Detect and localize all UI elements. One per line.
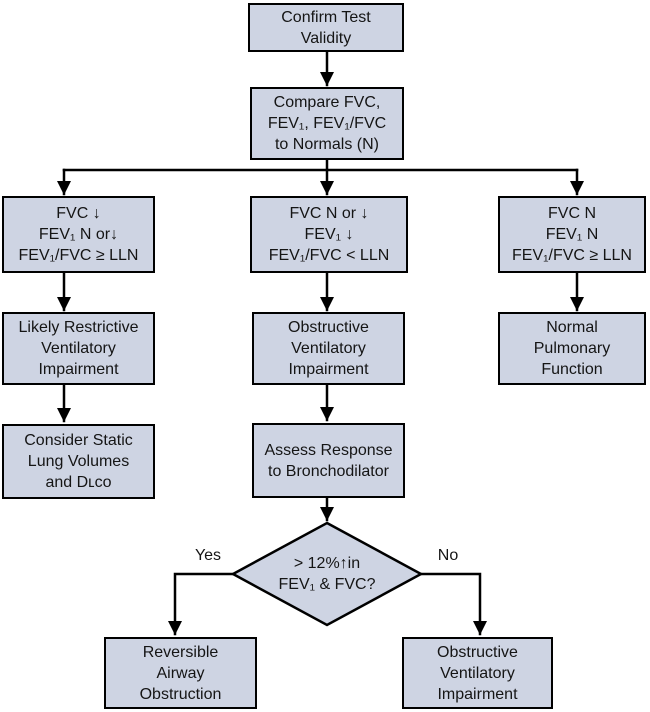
node-text-line: FEV₁ N or↓ [38, 226, 119, 243]
node-text-line: Pulmonary [533, 340, 611, 357]
node-text-line: FEV₁ N [545, 226, 599, 243]
node-text-line: FEV₁/FVC < LLN [268, 247, 390, 264]
node-criteria-normal: FVC N FEV₁ N FEV₁/FVC ≥ LLN [498, 196, 646, 273]
node-compare-to-normals: Compare FVC, FEV₁, FEV₁/FVC to Normals (… [250, 87, 404, 160]
node-text-line: Ventilatory [291, 340, 366, 357]
node-text-line: Normal [546, 319, 598, 336]
node-obstructive-impairment-mid: Obstructive Ventilatory Impairment [252, 312, 405, 385]
decision-diamond-shape [230, 521, 424, 627]
edge-label-yes: Yes [194, 547, 222, 564]
node-reversible-airway-obstruction: Reversible Airway Obstruction [104, 637, 257, 709]
node-text-line: FVC N [548, 205, 596, 222]
node-text-line: to Bronchodilator [268, 462, 389, 480]
node-normal-pulmonary-function: Normal Pulmonary Function [498, 312, 646, 385]
node-text-line: FEV₁ ↓ [304, 226, 354, 243]
node-confirm-test-validity: Confirm Test Validity [248, 3, 404, 52]
node-text-line: FVC N or ↓ [289, 205, 369, 222]
node-text-line: Ventilatory [41, 340, 116, 357]
node-text-line: Impairment [38, 361, 119, 378]
node-text-line: Reversible [142, 643, 219, 661]
node-assess-bronchodilator-response: Assess Response to Bronchodilator [252, 423, 405, 498]
node-text-line: Obstructive [288, 319, 369, 336]
edge-decision-no [419, 572, 487, 636]
node-text-line: Airway [156, 664, 205, 682]
node-text-line: Impairment [288, 361, 369, 378]
node-text-line: Validity [300, 29, 352, 47]
node-text-line: Function [541, 361, 603, 378]
node-text-line: FEV₁ & FVC? [278, 576, 376, 593]
edge-label-no: No [437, 547, 459, 564]
node-text-line: FEV₁/FVC ≥ LLN [512, 247, 632, 264]
node-text-line: Obstructive [437, 643, 518, 661]
node-text-line: Assess Response [264, 441, 393, 459]
edge-decision-yes [168, 572, 235, 636]
node-criteria-restrictive: FVC ↓ FEV₁ N or↓ FEV₁/FVC ≥ LLN [2, 196, 155, 273]
node-text-line: Obstruction [139, 685, 222, 703]
node-text-line: Ventilatory [440, 664, 515, 682]
node-decision-bronchodilator-response: > 12%↑in FEV₁ & FVC? [247, 552, 407, 596]
node-text-line: Lung Volumes [27, 453, 130, 470]
node-text-line: Consider Static [24, 432, 133, 449]
node-text-line: and Dʟᴄᴏ [45, 474, 112, 491]
node-text-line: Confirm Test [281, 8, 371, 26]
node-text-line: Impairment [437, 685, 518, 703]
node-text-line: to Normals (N) [274, 136, 379, 153]
node-text-line: > 12%↑in [293, 555, 361, 572]
node-text-line: Compare FVC, [273, 94, 381, 111]
node-consider-static-lung-volumes: Consider Static Lung Volumes and Dʟᴄᴏ [2, 424, 155, 499]
node-text-line: Likely Restrictive [18, 319, 139, 336]
node-text-line: FEV₁, FEV₁/FVC [267, 115, 387, 132]
node-text-line: FEV₁/FVC ≥ LLN [18, 247, 139, 264]
node-obstructive-impairment-final: Obstructive Ventilatory Impairment [402, 637, 553, 709]
node-likely-restrictive-impairment: Likely Restrictive Ventilatory Impairmen… [2, 312, 155, 385]
node-criteria-obstructive: FVC N or ↓ FEV₁ ↓ FEV₁/FVC < LLN [250, 196, 408, 273]
edge-compare-branch-trunk [62, 157, 579, 172]
node-text-line: FVC ↓ [56, 205, 101, 222]
